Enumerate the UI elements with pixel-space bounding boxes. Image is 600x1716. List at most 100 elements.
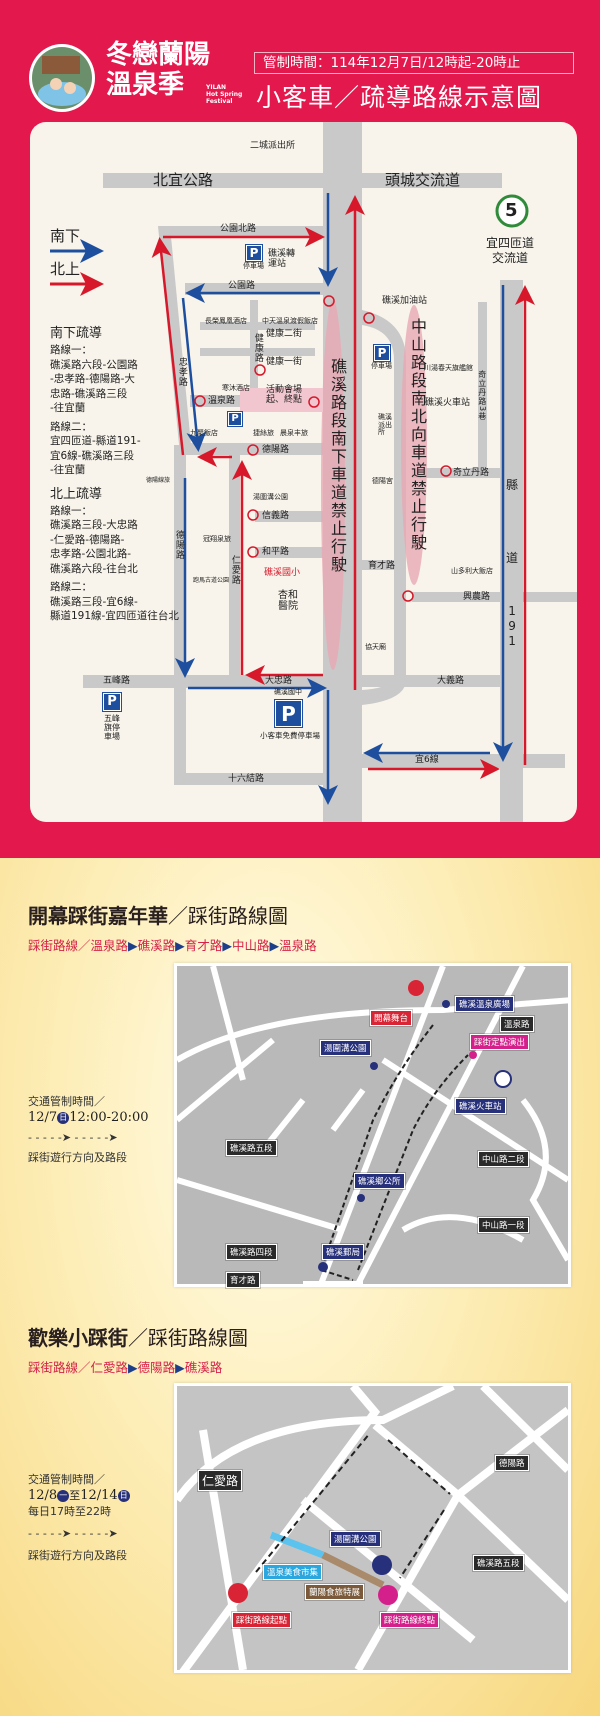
parade1-route: 踩街路線／溫泉路▶礁溪路▶育才路▶中山路▶溫泉路 [28,938,317,953]
road-dayi [362,675,500,687]
road-toucheng [362,173,502,188]
label-expo: 蘭陽食旅特展 [305,1584,365,1600]
route-label: 路線一： [50,504,92,517]
road-yucai [362,560,394,570]
north-arrow-zhongxiao [151,237,185,456]
label-park: 湯圍溝公園 [320,1040,371,1056]
route-line: 忠孝路-公園北路- [50,548,132,560]
south-guidance: 南下疏導 路線一： 礁溪路六段-公園路 -忠孝路-德陽路-大 忠路-礁溪路三段 … [50,325,179,624]
route-stop: 德陽路 [137,1360,176,1375]
landmark-free-parking: 小客車免費停車場 [260,731,320,740]
parade1-title-sub: ／踩街路線圖 [168,904,288,928]
market-zone [269,1531,325,1559]
route-stop: 中山路 [231,938,270,953]
plaza-marker [442,1000,450,1008]
road-label-yucai: 育才路 [368,561,396,571]
legend-north: 北上 [50,260,81,278]
label-yucai: 育才路 [226,1272,260,1288]
label-start: 踩街路線起點 [232,1612,292,1628]
label-post: 礁溪郵局 [322,1244,365,1260]
road-label-deyang-h: 德陽路 [262,445,290,455]
parade2-route: 踩街路線／仁愛路▶德陽路▶礁溪路 [28,1360,223,1375]
park-marker [370,1062,378,1070]
landmark-hotel-guanxiang: 冠翔泉旅 [203,535,231,543]
label-wenquan: 溫泉路 [500,1016,534,1032]
road-beiyi [103,173,323,188]
route-stop: 礁溪路 [184,1360,223,1375]
no-entry-icon [308,396,320,408]
road-county191 [500,280,523,822]
road-label-jiankang2: 健康二街 [266,329,303,339]
date-to-word: 至 [69,1489,81,1502]
road-label-dazhong: 大忠路 [265,676,293,686]
no-entry-icon [247,546,259,558]
no-entry-icon [247,509,259,521]
road-label-xinyi: 信義路 [262,511,290,521]
banned-zone-jiaoxi [321,300,345,670]
landmark-gas-station: 礁溪加油站 [382,296,428,306]
day-badge: 日 [117,1489,130,1502]
start-marker [228,1583,248,1603]
landmark-hotel-chenquan: 晨泉丰旅 [280,429,308,437]
control-date: 12/7 [28,1110,58,1125]
route-line: 礁溪路六段-往台北 [50,562,138,575]
road-label-jiankang: 健康路 [252,333,263,363]
parade2-route-path [255,1432,451,1579]
festival-logo: 冬戀蘭陽 溫泉季 YILAN Hot Spring Festival [28,38,242,118]
landmark-police-jiaoxi: 礁溪派出所 [378,413,392,437]
control-hours: 12:00-20:00 [69,1110,149,1125]
road-label-dayi: 大義路 [437,676,465,686]
label-stage: 開幕舞台 [370,1010,413,1026]
landmark-bus-station: 礁溪轉運站 [268,249,296,269]
logo-title: 冬戀蘭陽 溫泉季 [106,40,210,100]
route-line: -往宜蘭 [50,402,86,414]
parade2-title-sub: ／踩街路線圖 [128,1326,248,1350]
route-line: -忠孝路-德陽路-大 [50,373,135,385]
landmark-jiuzhen-hotel: 九聚飯店 [190,429,218,437]
no-entry-icon [402,590,414,602]
road-label-jiankang1: 健康一街 [266,357,303,367]
parade2-title-main: 歡樂小踩街 [28,1326,128,1350]
label-zhongshan1: 中山路一段 [478,1217,529,1233]
parade1-route-path [319,1024,469,1281]
road-deyang-v [174,445,186,785]
landmark-xietian-temple: 協天廟 [365,643,386,651]
road-char: 1 [508,634,516,648]
label-deyang: 德陽路 [495,1455,529,1471]
route-stop: 溫泉路 [90,938,129,953]
label-perform: 踩街定點演出 [470,1034,530,1050]
dashed-arrow-icon: - - - - -➤ - - - - -➤ [28,1527,118,1540]
route-label: 路線二： [50,420,92,433]
route-label: 路線一： [50,344,92,356]
south-arrow-zhongxiao [181,297,207,452]
no-entry-icon [194,395,206,407]
logo-english: YILAN Hot Spring Festival [206,84,242,105]
no-entry-icon [440,465,452,477]
road-label-beiyi: 北宜公路 [153,171,214,189]
label-jiaoxi5: 礁溪路五段 [226,1140,277,1156]
road-char: 縣 [506,478,519,492]
road-zhongxiao [158,226,192,455]
day-badge: 一 [57,1489,70,1502]
road-label-wenquan: 溫泉路 [208,396,236,406]
road-label-deyang-v: 德陽路 [173,530,184,560]
landmark-wufeng-parking: 五峰旗停車場 [104,714,120,741]
landmark-hotel-changrong: 長榮鳳凰酒店 [205,317,247,325]
interchange-name: 宜四匝道 交流道 [486,236,534,266]
route-line: -往宜蘭 [50,464,86,476]
no-entry-icon [323,295,335,307]
expo-zone [321,1551,385,1589]
landmark-hotel-hanmu: 寒沐酒店 [222,384,250,392]
landmark-paoma-park: 跑馬古道公園 [193,577,230,584]
route-line: 礁溪路三段-宜6線- [50,595,138,608]
landmark-deyang-temple: 德陽宮 [372,477,393,485]
end-marker [378,1585,398,1605]
route-stop: 溫泉路 [279,938,317,953]
parade1-title-main: 開幕踩街嘉年華 [28,904,168,928]
daily-hours: 每日17時至22時 [28,1505,111,1518]
landmark-park-tangwei: 湯圍溝公園 [253,493,288,501]
road-jiankang [250,300,258,400]
control-label: 交通管制時間／ [28,1095,105,1108]
free-parking-icon: P [275,700,302,727]
